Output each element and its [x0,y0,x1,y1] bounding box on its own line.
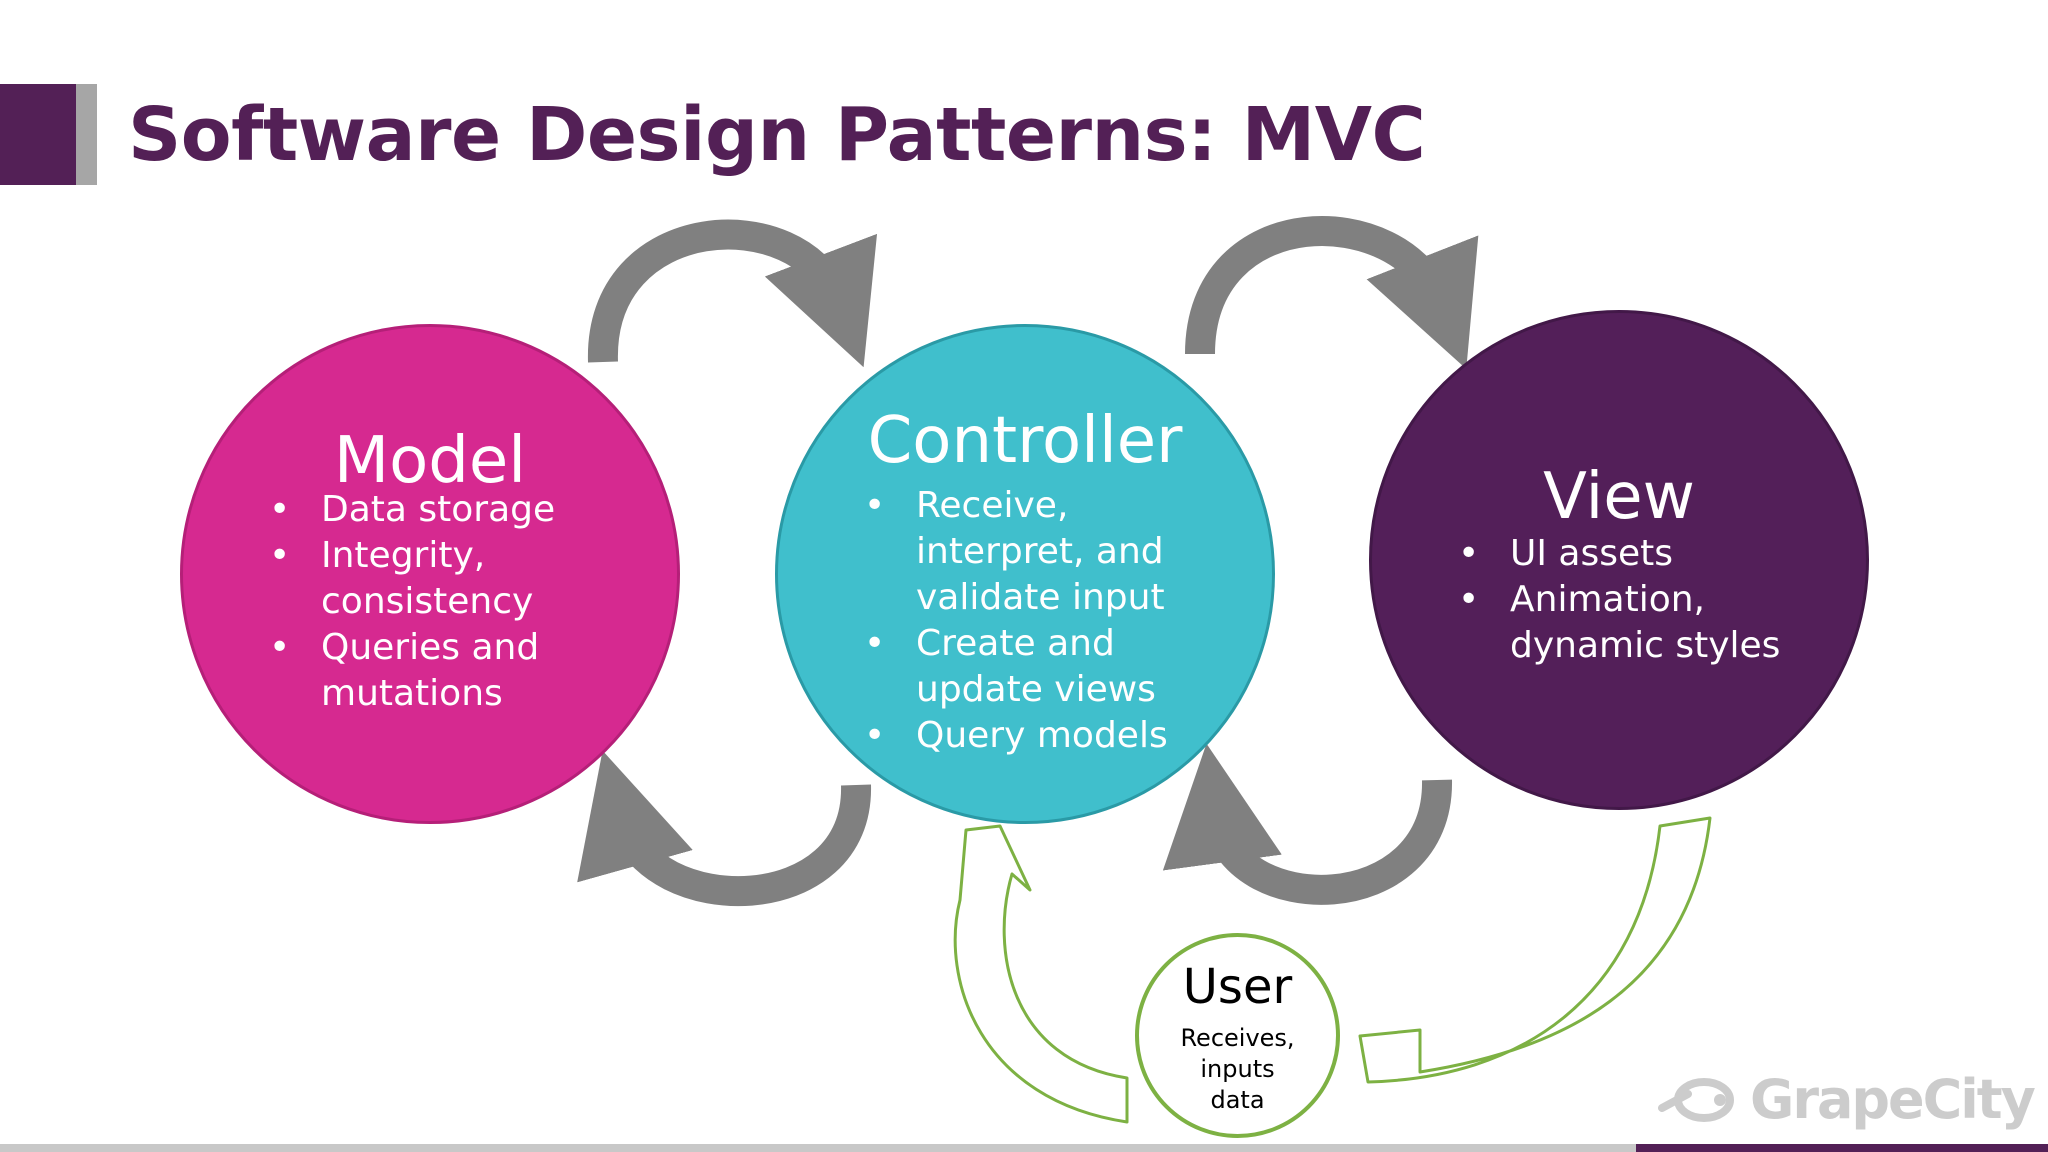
footer-accent [1636,1144,2048,1152]
controller-bullet-list: Receive, interpret, and validate input C… [864,483,1244,759]
controller-bullet: Create and update views [864,621,1244,713]
arrow-user-to-controller [953,824,1129,1124]
view-circle: View UI assets Animation, dynamic styles [1369,310,1869,810]
title-accent-bar [0,84,76,185]
arrow-view-to-user [1358,816,1712,1084]
logo-text: GrapeCity [1750,1068,2036,1131]
user-description-line: data [1210,1086,1265,1114]
user-description-line: inputs [1200,1055,1275,1083]
title-accent-stripe [76,84,97,185]
arrow-view-to-controller [1162,743,1453,905]
footer-divider [0,1144,2048,1152]
model-bullet-list: Data storage Integrity, consistency Quer… [269,487,629,717]
controller-bullet: Receive, interpret, and validate input [864,483,1244,621]
model-bullet: Integrity, consistency [269,533,629,625]
arrow-controller-to-view [1185,216,1479,369]
controller-circle: Controller Receive, interpret, and valid… [775,324,1275,824]
view-bullet-list: UI assets Animation, dynamic styles [1458,531,1838,669]
arrow-model-to-controller [587,219,877,368]
controller-title: Controller [867,404,1183,478]
view-bullet: Animation, dynamic styles [1458,577,1838,669]
user-description: Receives, inputs data [1139,1023,1336,1116]
user-title: User [1182,959,1293,1015]
grapecity-logo: GrapeCity [1658,1068,2036,1131]
view-title: View [1543,460,1695,534]
controller-bullet: Query models [864,713,1244,759]
user-circle: User Receives, inputs data [1135,933,1340,1138]
arrow-controller-to-model [577,750,872,907]
model-bullet: Queries and mutations [269,625,629,717]
slide-title: Software Design Patterns: MVC [128,92,1426,178]
model-bullet: Data storage [269,487,629,533]
model-circle: Model Data storage Integrity, consistenc… [180,324,680,824]
model-title: Model [333,424,527,498]
grapecity-logo-icon [1658,1077,1734,1122]
view-bullet: UI assets [1458,531,1838,577]
user-description-line: Receives, [1180,1024,1295,1052]
